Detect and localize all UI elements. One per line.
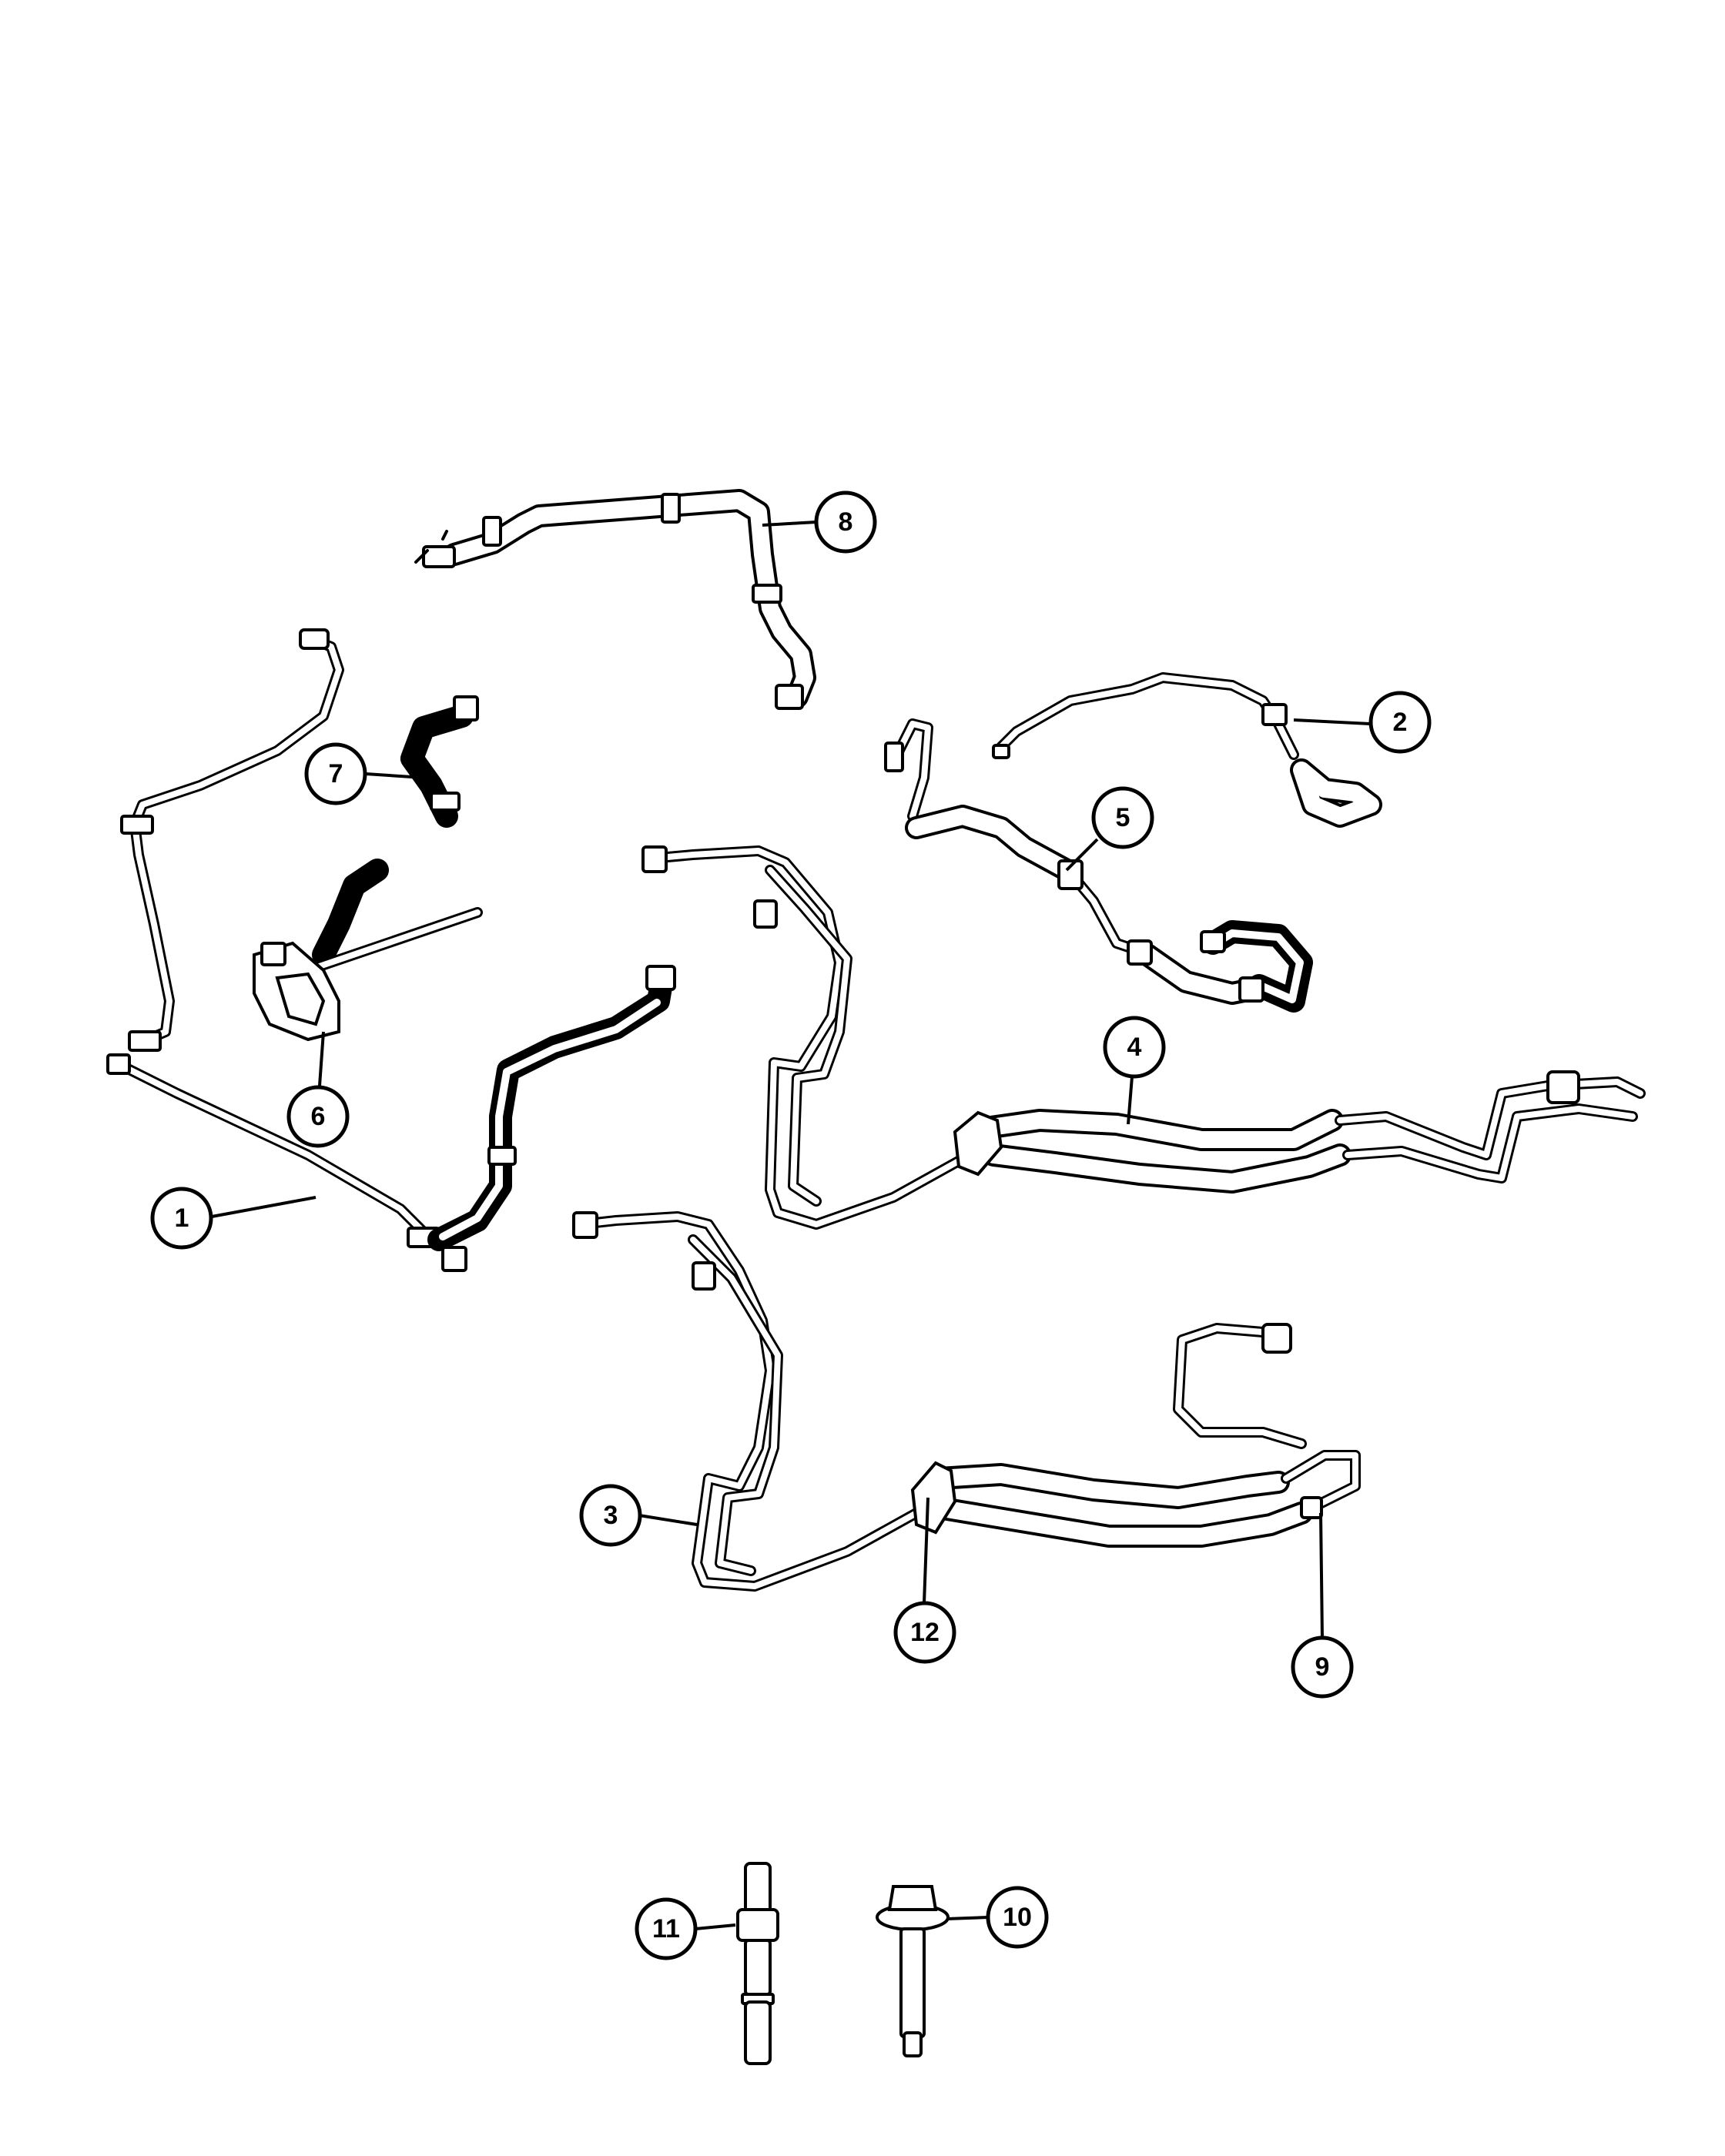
leader-5 bbox=[1065, 838, 1099, 872]
callout-3-label: 3 bbox=[604, 1501, 618, 1530]
callout-4: 4 bbox=[1103, 1016, 1166, 1079]
leader-lines bbox=[211, 521, 1372, 1930]
part-10-bolt bbox=[876, 1885, 950, 2057]
part-4-line bbox=[641, 845, 1646, 1230]
callout-4-label: 4 bbox=[1127, 1033, 1142, 1062]
callout-9-label: 9 bbox=[1315, 1652, 1330, 1682]
callout-7: 7 bbox=[304, 742, 367, 805]
leader-12 bbox=[923, 1497, 929, 1604]
leader-11 bbox=[695, 1923, 736, 1930]
callout-1: 1 bbox=[150, 1187, 213, 1250]
callout-6-label: 6 bbox=[311, 1102, 326, 1131]
callout-6: 6 bbox=[286, 1085, 350, 1148]
callout-10: 10 bbox=[986, 1886, 1049, 1949]
callout-8-label: 8 bbox=[839, 507, 853, 537]
leader-8 bbox=[762, 521, 817, 527]
part-5-hose bbox=[884, 718, 1313, 1013]
callout-8: 8 bbox=[814, 490, 877, 554]
callout-9: 9 bbox=[1291, 1635, 1354, 1699]
part-11-stud bbox=[736, 1862, 779, 2065]
callout-7-label: 7 bbox=[329, 759, 343, 788]
leader-4 bbox=[1127, 1076, 1134, 1125]
leader-7 bbox=[365, 772, 424, 779]
part-8-hose bbox=[414, 489, 816, 710]
part-1-hose bbox=[106, 628, 676, 1272]
part-3-line bbox=[572, 1211, 1361, 1592]
part-2-tube bbox=[992, 672, 1382, 828]
leader-10 bbox=[946, 1916, 989, 1920]
leader-9 bbox=[1319, 1512, 1324, 1639]
callout-5: 5 bbox=[1091, 786, 1154, 849]
leader-6 bbox=[318, 1031, 325, 1086]
leader-3 bbox=[638, 1514, 698, 1526]
callout-2-label: 2 bbox=[1393, 708, 1408, 737]
callout-12: 12 bbox=[893, 1601, 956, 1664]
part-7-hose bbox=[400, 695, 479, 828]
leader-1 bbox=[211, 1196, 317, 1218]
part-6-cooler bbox=[253, 859, 483, 1042]
callout-11: 11 bbox=[635, 1897, 698, 1960]
callout-5-label: 5 bbox=[1116, 803, 1130, 832]
callout-10-label: 10 bbox=[1003, 1903, 1032, 1932]
callout-11-label: 11 bbox=[652, 1914, 680, 1943]
callout-3: 3 bbox=[579, 1484, 642, 1547]
leader-2 bbox=[1293, 718, 1372, 725]
callout-1-label: 1 bbox=[175, 1204, 189, 1233]
callout-2: 2 bbox=[1368, 691, 1432, 754]
callout-12-label: 12 bbox=[910, 1618, 940, 1647]
